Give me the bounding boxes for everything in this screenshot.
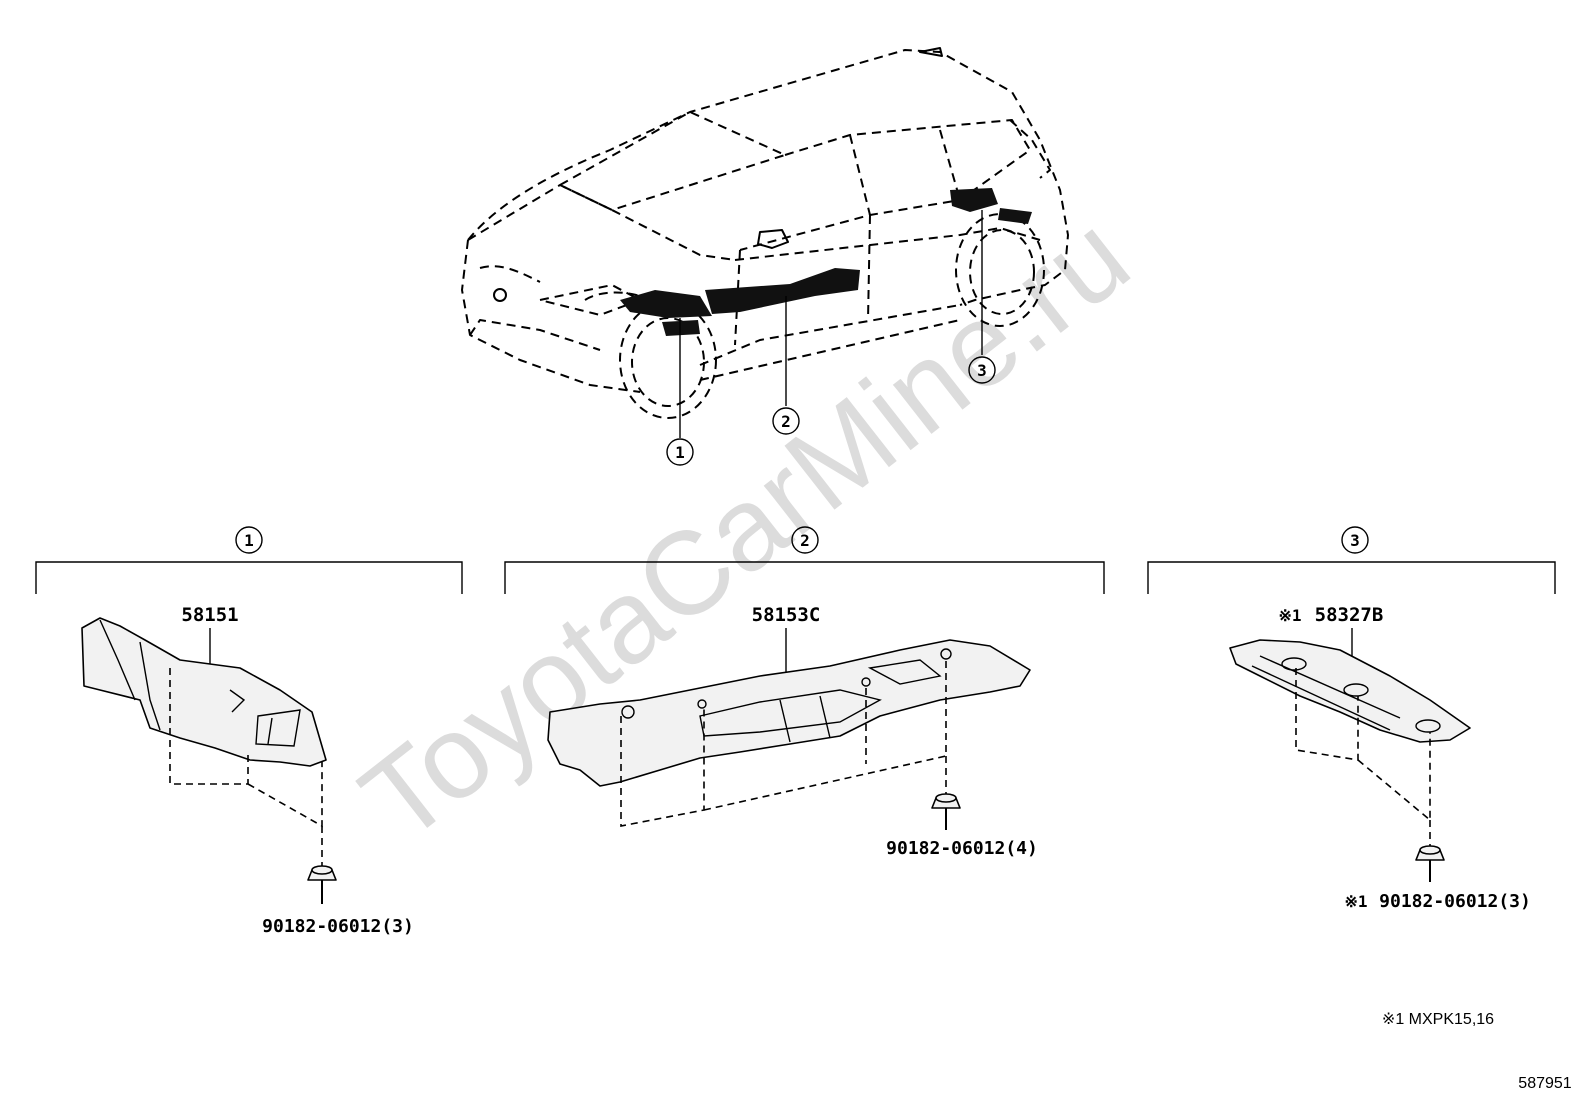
group-2: 2 58153C 90182-06012(4) [504, 526, 1105, 859]
callout-2-vehicle: 2 [772, 407, 800, 435]
svg-text:3: 3 [1350, 531, 1360, 550]
vehicle-outline [461, 47, 1069, 419]
part-number-58327B: 58327B [1315, 604, 1384, 626]
vehicle-leaders [679, 210, 983, 438]
svg-text:3: 3 [977, 361, 987, 380]
part-number-58151: 58151 [181, 604, 238, 626]
callout-3-vehicle: 3 [968, 356, 996, 384]
insulator-patch-1 [620, 290, 712, 318]
clip-fastener-1 [307, 865, 337, 904]
insulator-patch-1b [662, 320, 700, 336]
insulator-patch-2 [705, 268, 860, 314]
fastener-part-number-2: 90182-06012(4) [886, 838, 1038, 859]
insulator-patch-3 [950, 188, 998, 212]
heat-insulator-58327B [1229, 639, 1471, 743]
svg-text:2: 2 [781, 412, 791, 431]
model-note-marker-part: ※1 [1278, 606, 1301, 625]
fastener-part-number-1: 90182-06012(3) [262, 916, 414, 937]
heat-insulator-58153C [547, 639, 1031, 787]
svg-text:2: 2 [800, 531, 810, 550]
heat-insulator-58151 [81, 617, 327, 767]
figure-id: 587951 [1518, 1075, 1571, 1092]
model-footnote: ※1 MXPK15,16 [1382, 1011, 1494, 1028]
callout-1-vehicle: 1 [666, 438, 694, 466]
insulator-patch-3b [998, 208, 1032, 224]
svg-text:1: 1 [244, 531, 254, 550]
fastener-part-number-3: 90182-06012(3) [1379, 891, 1531, 912]
svg-text:1: 1 [675, 443, 685, 462]
clip-fastener-2 [931, 793, 961, 830]
group-1: 1 58151 90182-06012(3) [35, 526, 463, 937]
model-note-marker-fastener: ※1 [1344, 892, 1367, 911]
group-3: 3 ※1 58327B ※1 90182-06012(3) [1147, 526, 1556, 912]
part-number-58153C: 58153C [752, 604, 821, 626]
clip-fastener-3 [1415, 845, 1445, 882]
